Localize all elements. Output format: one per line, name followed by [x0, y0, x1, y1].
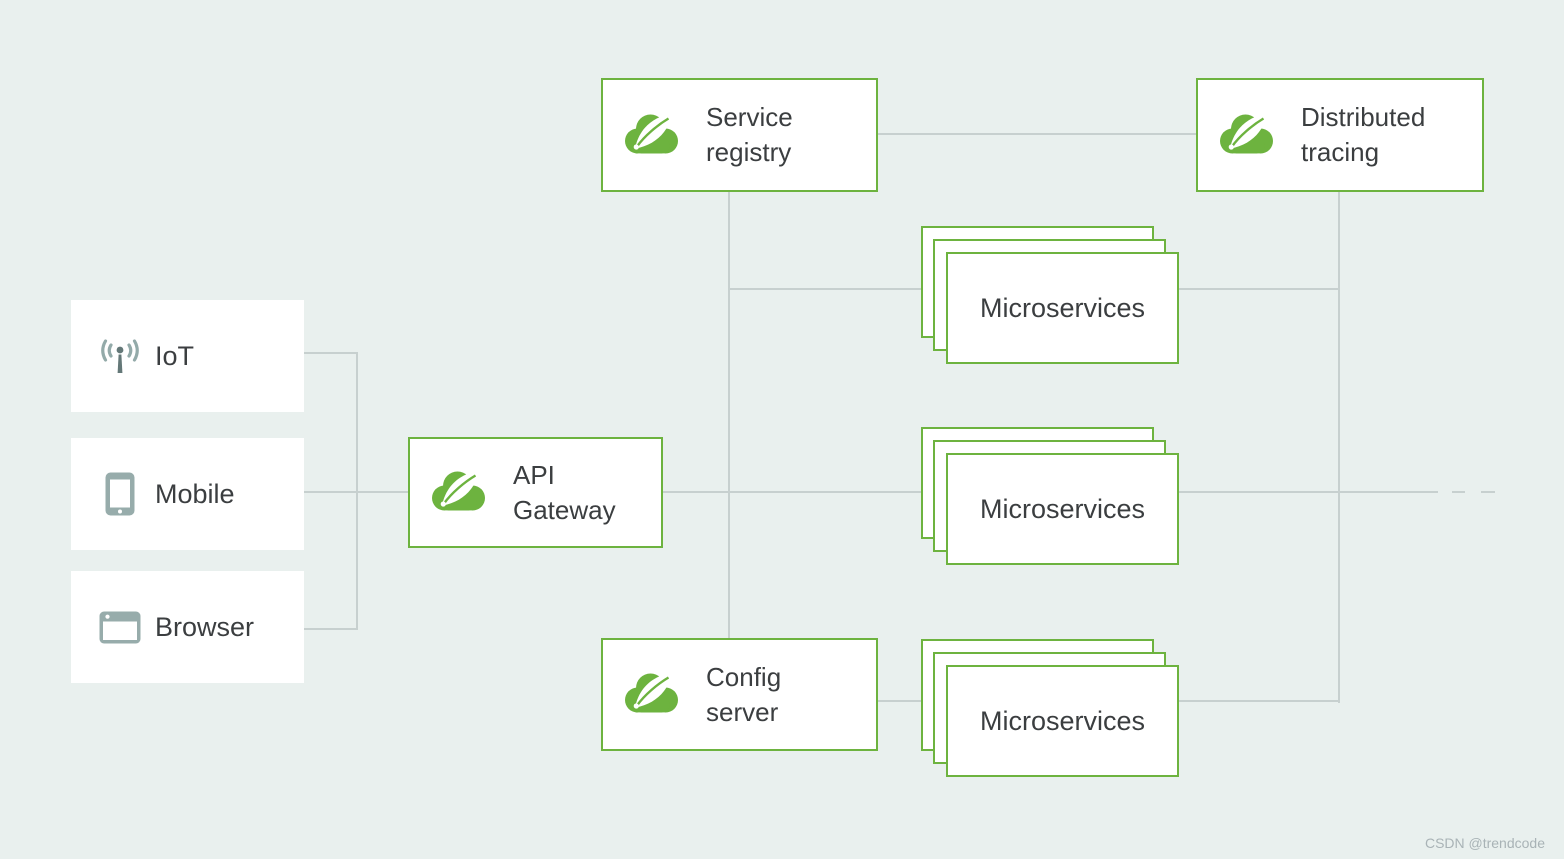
watermark: CSDN @trendcode	[1424, 835, 1545, 851]
connector-tracing-bus	[1338, 192, 1340, 703]
client-label-iot: IoT	[155, 340, 195, 371]
smartphone-icon	[97, 472, 143, 516]
client-box-mobile: Mobile	[71, 438, 304, 550]
microservices-stack-3: Microservices	[921, 639, 1179, 777]
stack-layer-front: Microservices	[946, 665, 1179, 777]
stack-layer-front: Microservices	[946, 453, 1179, 565]
distributed-tracing-label: Distributed tracing	[1301, 102, 1426, 167]
microservices-stack-2: Microservices	[921, 427, 1179, 565]
microservices-label: Microservices	[979, 493, 1146, 524]
connector-row2-dash-2	[1481, 491, 1495, 493]
connector-row3-right	[1179, 700, 1339, 702]
client-label-mobile: Mobile	[155, 478, 235, 509]
config-server-label: Config server	[706, 661, 782, 727]
client-box-iot: IoT	[71, 300, 304, 412]
connector-mobile-to-gateway	[304, 491, 408, 493]
api-gateway-label: API Gateway	[513, 459, 616, 525]
connector-row2-right	[1179, 491, 1438, 493]
client-box-browser: Browser	[71, 571, 304, 683]
connector-config-to-row3	[878, 700, 922, 702]
spring-cloud-logo-icon	[430, 467, 487, 518]
connector-registry-bus	[728, 192, 730, 639]
client-label-browser: Browser	[155, 611, 255, 642]
connector-row1-right	[1179, 288, 1339, 290]
microservices-stack-1: Microservices	[921, 226, 1179, 364]
connector-gateway-to-row2	[663, 491, 922, 493]
distributed-tracing-box: Distributed tracing	[1196, 78, 1484, 192]
iot-antenna-icon	[97, 336, 143, 376]
service-registry-box: Service registry	[601, 78, 878, 192]
stack-layer-front: Microservices	[946, 252, 1179, 364]
api-gateway-box: API Gateway	[408, 437, 663, 548]
connector-browser-to-bus	[304, 628, 358, 630]
config-server-box: Config server	[601, 638, 878, 751]
connector-iot-to-bus	[304, 352, 358, 354]
connector-row2-dash-1	[1452, 491, 1465, 493]
microservices-label: Microservices	[979, 292, 1146, 323]
service-registry-label: Service registry	[706, 102, 793, 167]
browser-window-icon	[97, 611, 143, 644]
spring-cloud-logo-icon	[623, 110, 680, 161]
spring-cloud-logo-icon	[623, 669, 680, 720]
connector-registry-to-tracing	[878, 133, 1196, 135]
connector-row1-left	[729, 288, 922, 290]
microservices-label: Microservices	[979, 705, 1146, 736]
spring-cloud-logo-icon	[1218, 110, 1275, 161]
